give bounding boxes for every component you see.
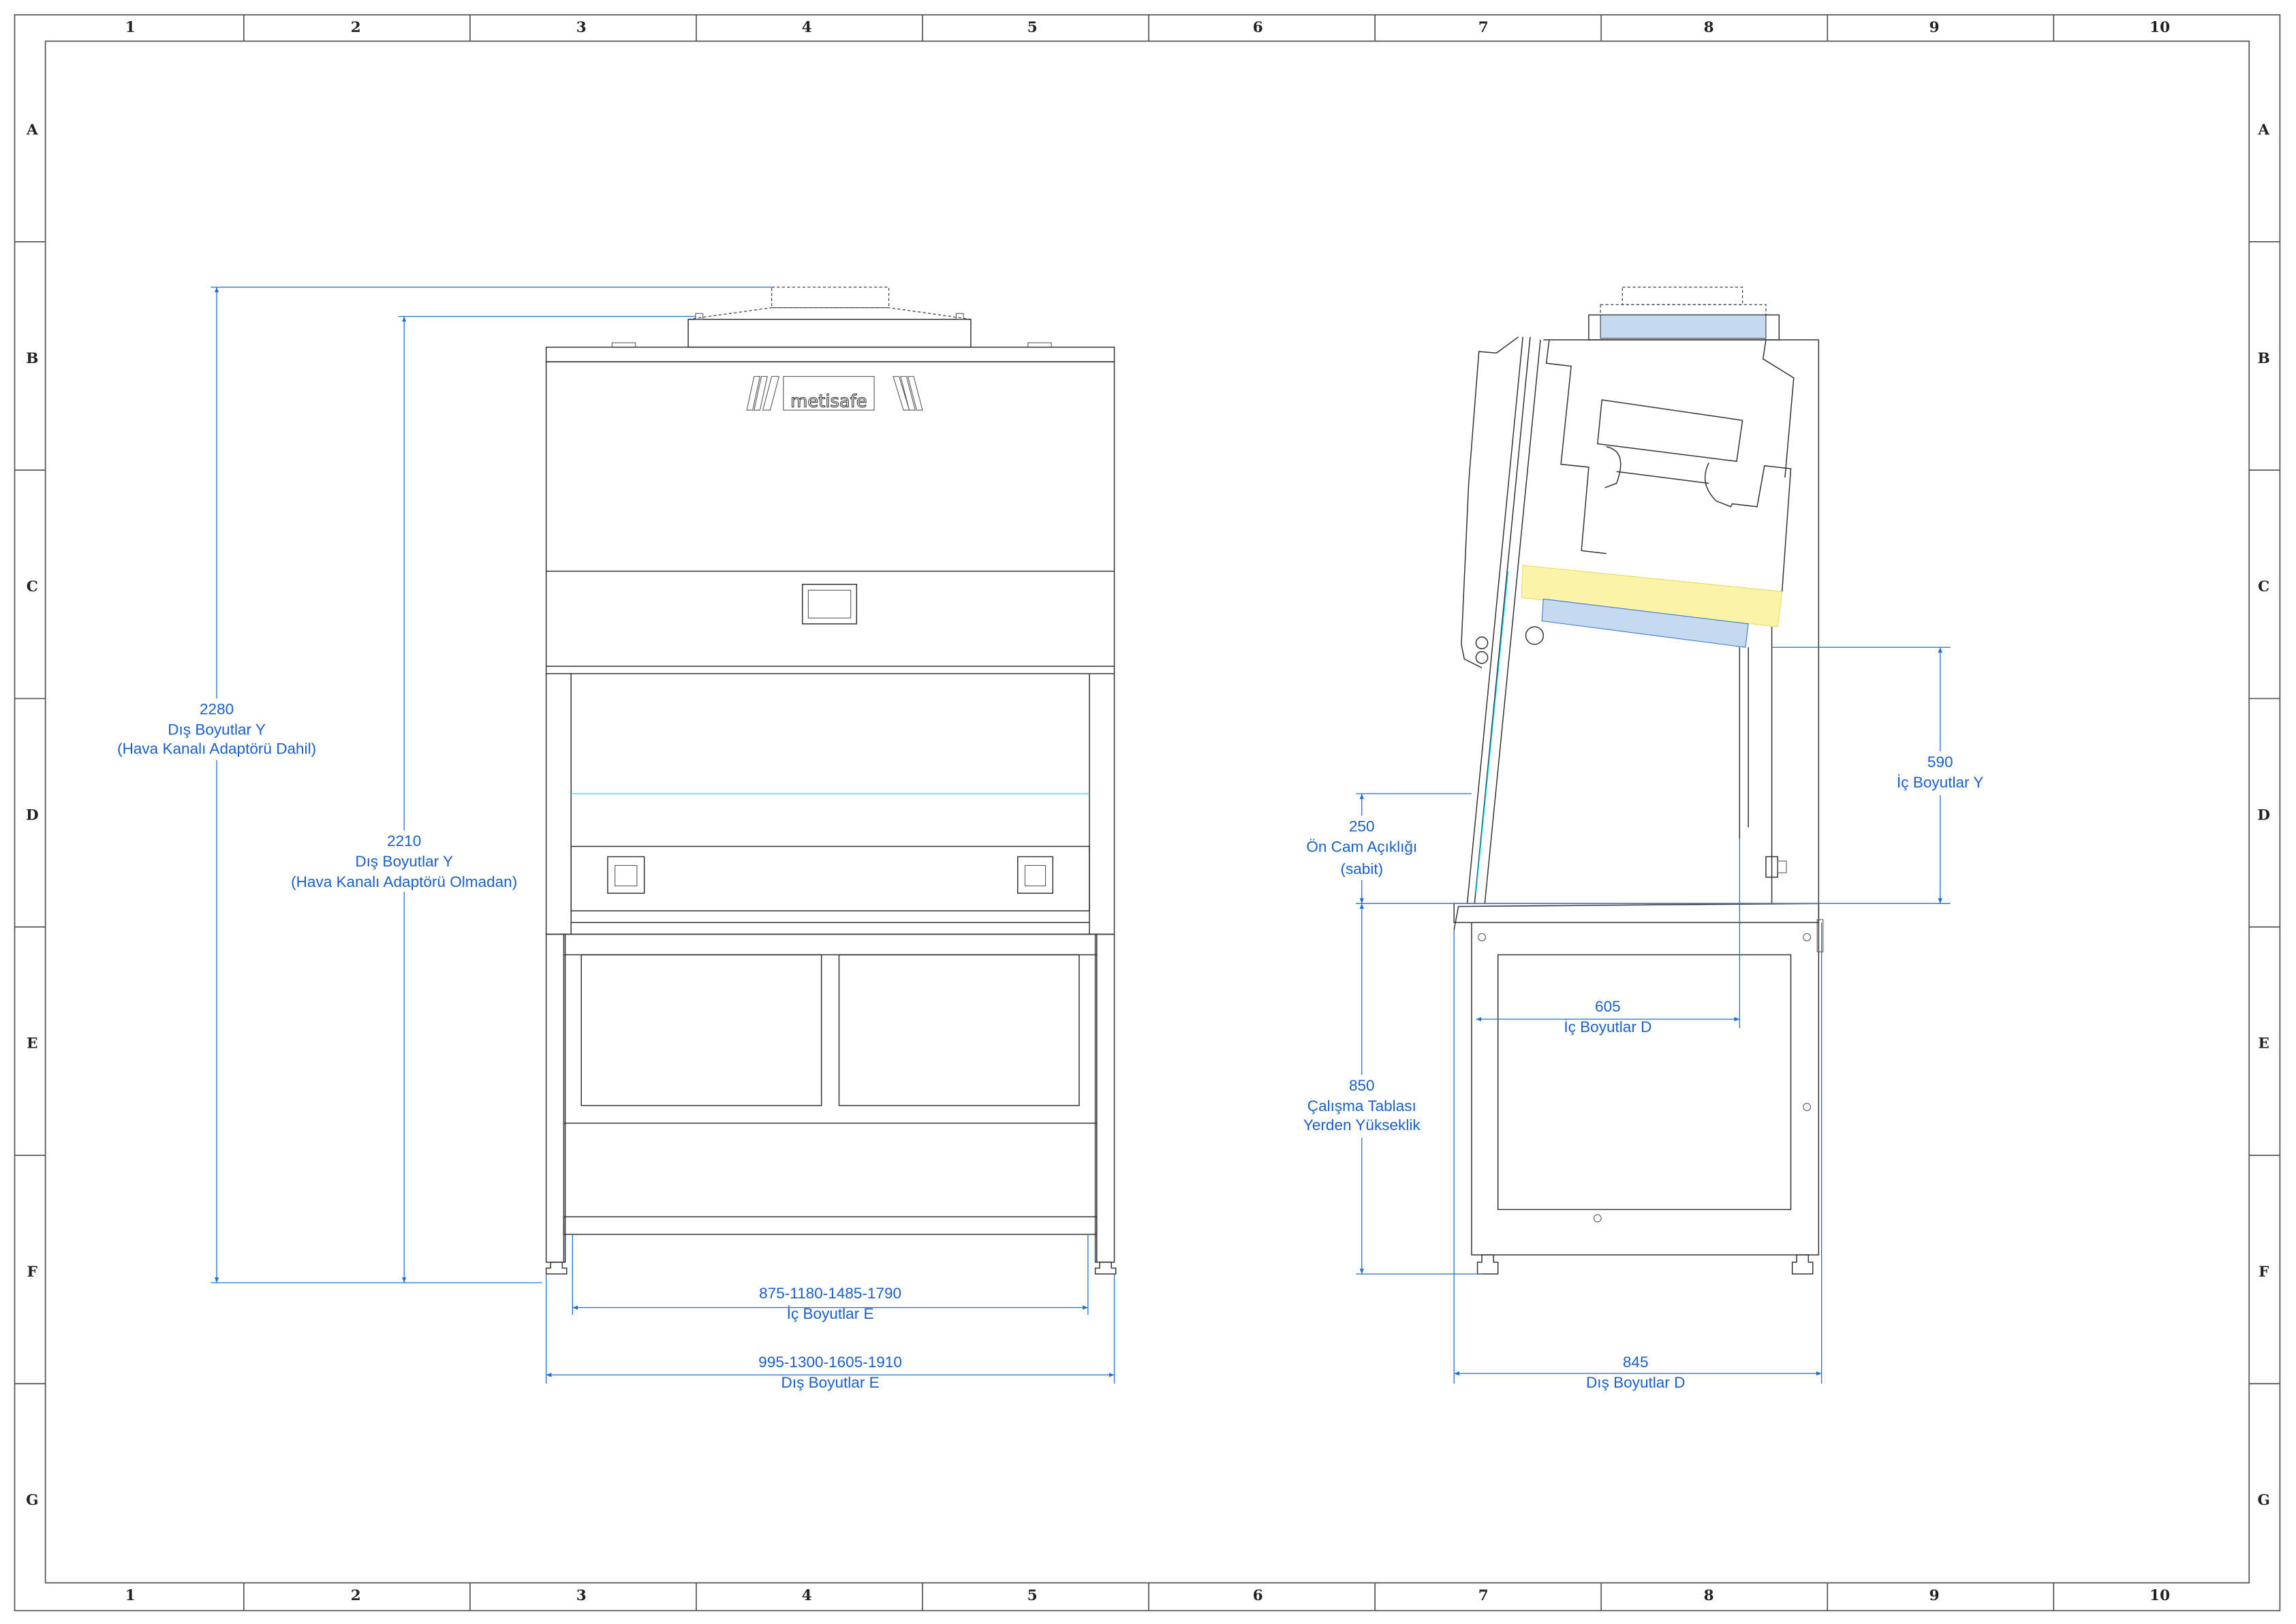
row-label: G	[2258, 1492, 2270, 1509]
col-label: 7	[1478, 19, 1489, 36]
dim-label: İç Boyutlar E	[787, 1305, 874, 1322]
dim-value-850: 850	[1349, 1077, 1375, 1094]
dim-value-2210: 2210	[387, 832, 421, 849]
col-label: 5	[1027, 19, 1038, 36]
metisafe-logo: metisafe	[746, 376, 923, 412]
dim-value-outer-width: 995-1300-1605-1910	[758, 1354, 902, 1371]
row-label: B	[2258, 350, 2270, 367]
row-label: D	[2257, 807, 2270, 824]
col-label: 2	[351, 1587, 361, 1604]
downflow-hepa-filter	[1521, 565, 1783, 627]
dim-note: (sabit)	[1340, 860, 1383, 877]
side-dimensions: 590 İç Boyutlar Y 250 Ön Cam Açıklığı (s…	[1294, 646, 1999, 1391]
row-label: G	[26, 1492, 38, 1509]
side-view-cabinet	[1453, 286, 1824, 1275]
diffuser-filter	[1541, 598, 1749, 648]
col-label: 1	[125, 19, 136, 36]
dim-value-590: 590	[1927, 753, 1953, 770]
dim-label: Dış Boyutlar Y	[355, 853, 453, 870]
dim-label: İç Boyutlar D	[1564, 1018, 1651, 1035]
col-label: 10	[2150, 19, 2170, 36]
row-label: C	[2258, 578, 2269, 595]
grid-row-labels: A B C D E F G A B C D E F G	[26, 122, 2270, 1510]
leveling-foot	[1476, 1254, 1499, 1275]
col-label: 6	[1253, 19, 1263, 36]
col-label: 8	[1704, 1587, 1714, 1604]
dim-value-2280: 2280	[200, 701, 234, 718]
dim-label: İç Boyutlar Y	[1897, 774, 1983, 791]
dim-label: Ön Cam Açıklığı	[1306, 839, 1417, 856]
exhaust-hepa-filter	[1600, 314, 1767, 339]
row-label: A	[2257, 122, 2269, 139]
dim-label: Dış Boyutlar Y	[168, 721, 266, 738]
dim-note: Yerden Yükseklik	[1303, 1116, 1421, 1134]
row-label: C	[27, 578, 38, 595]
front-view-cabinet: metisafe	[545, 286, 1117, 1275]
col-label: 7	[1478, 1587, 1489, 1604]
col-label: 3	[576, 19, 587, 36]
col-label: 1	[125, 1587, 136, 1604]
row-label: E	[2259, 1035, 2269, 1052]
leveling-foot	[545, 1262, 568, 1275]
row-label: F	[27, 1264, 37, 1281]
row-label: E	[27, 1035, 37, 1052]
row-label: D	[26, 807, 39, 824]
drawing-frame	[14, 14, 2281, 1612]
dim-label: Dış Boyutlar E	[781, 1374, 880, 1391]
dim-value-845: 845	[1623, 1354, 1649, 1371]
col-label: 9	[1929, 19, 1940, 36]
col-label: 10	[2150, 1587, 2170, 1604]
col-label: 4	[802, 1587, 812, 1604]
col-label: 2	[351, 19, 361, 36]
dim-note: (Hava Kanalı Adaptörü Olmadan)	[291, 873, 517, 890]
leveling-foot	[1791, 1254, 1814, 1275]
dim-value-250: 250	[1349, 818, 1375, 835]
dim-value-605: 605	[1595, 998, 1621, 1015]
col-label: 5	[1027, 1587, 1038, 1604]
dim-label: Dış Boyutlar D	[1586, 1374, 1685, 1391]
col-label: 6	[1253, 1587, 1263, 1604]
col-label: 9	[1929, 1587, 1940, 1604]
dim-note: (Hava Kanalı Adaptörü Dahil)	[117, 740, 316, 758]
col-label: 4	[802, 19, 812, 36]
svg-text:metisafe: metisafe	[790, 392, 867, 412]
col-label: 8	[1704, 19, 1714, 36]
grid-column-labels: 1 2 3 4 5 6 7 8 9 10 1 2 3 4 5 6 7 8 9 1…	[125, 19, 2170, 1604]
col-label: 3	[576, 1587, 587, 1604]
front-dimensions: 2280 Dış Boyutlar Y (Hava Kanalı Adaptör…	[102, 286, 1115, 1391]
control-display	[802, 584, 858, 625]
dim-value-inner-width: 875-1180-1485-1790	[759, 1285, 901, 1302]
row-label: F	[2259, 1264, 2269, 1281]
leveling-foot	[1094, 1262, 1117, 1275]
dim-label: Çalışma Tablası	[1307, 1097, 1416, 1114]
row-label: A	[26, 122, 38, 139]
row-label: B	[26, 350, 38, 367]
